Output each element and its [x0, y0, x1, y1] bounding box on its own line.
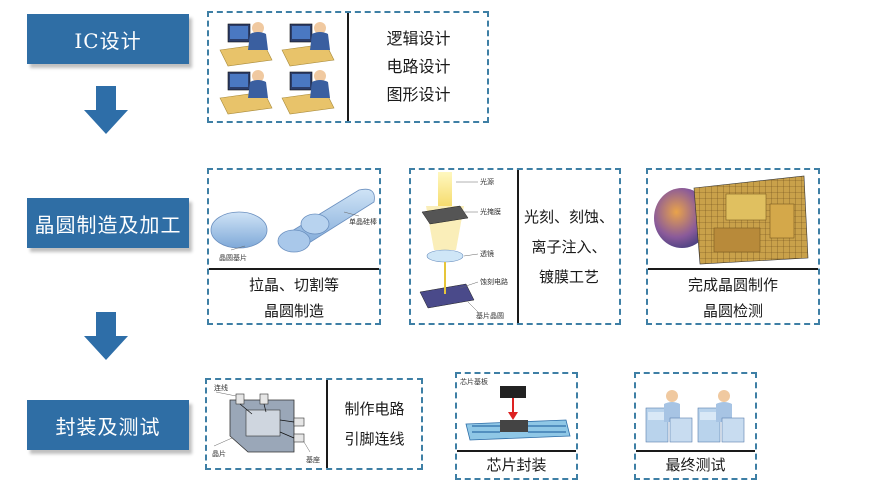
- divider: [648, 268, 818, 270]
- process-line: 镀膜工艺: [538, 267, 599, 286]
- package-box-3-caption-line: 最终测试: [665, 456, 726, 474]
- chip-label: 晶片: [212, 449, 226, 458]
- chip-package-icon: 芯片基板: [460, 377, 571, 441]
- process-line: 离子注入、: [531, 237, 607, 256]
- divider: [636, 450, 755, 452]
- down-arrow-icon: [84, 312, 128, 360]
- ingot-label: 单晶硅棒: [349, 217, 377, 226]
- designers-at-computers-icon: [219, 21, 335, 115]
- mask-label: 光掩膜: [480, 207, 501, 216]
- wafer-box-1-caption: 拉晶、切割等 晶圆制造: [209, 272, 379, 324]
- ic-design-line: 图形设计: [386, 85, 451, 104]
- package-box-2-caption-line: 芯片封装: [486, 456, 547, 474]
- divider: [347, 13, 349, 121]
- wafer-box-1-caption-line: 拉晶、切割等: [248, 276, 339, 294]
- stage-ic-design: IC设计: [27, 14, 189, 64]
- wafer-box-2-text: 光刻、刻蚀、 离子注入、 镀膜工艺: [519, 170, 619, 323]
- divider: [457, 450, 576, 452]
- process-line: 光刻、刻蚀、: [523, 207, 614, 226]
- lithography-diagram-icon: 光源 光掩膜 透镜 蚀刻电路 基片晶圆: [419, 172, 508, 320]
- stage-ic-design-label: IC设计: [74, 28, 142, 53]
- package-box-2-caption: 芯片封装: [457, 452, 576, 478]
- stage-package-label: 封装及测试: [55, 414, 161, 439]
- wafer-box-1-caption-line: 晶圆制造: [263, 302, 324, 320]
- wafer-chip-icon: [654, 175, 809, 265]
- wiring-line: 制作电路: [344, 400, 405, 418]
- stage-wafer-label: 晶圆制造及加工: [34, 212, 182, 237]
- base-wafer-label: 基片晶圆: [476, 311, 504, 320]
- wiring-line: 引脚连线: [344, 430, 405, 448]
- divider: [517, 170, 519, 323]
- package-box-3-caption: 最终测试: [636, 452, 755, 478]
- package-box-1-text: 制作电路 引脚连线: [328, 380, 421, 468]
- substrate-label: 芯片基板: [460, 377, 488, 386]
- wafer-box-3-caption: 完成晶圆制作 晶圆检测: [648, 272, 818, 324]
- ic-design-line: 电路设计: [386, 57, 451, 76]
- chip-wiring-icon: 连线 晶片 基座: [212, 383, 320, 464]
- base-label: 基座: [306, 455, 320, 464]
- silicon-ingot-icon: 晶圆基片 单晶硅棒: [210, 188, 377, 262]
- ic-design-line: 逻辑设计: [386, 29, 451, 48]
- circuit-label: 蚀刻电路: [480, 277, 508, 286]
- divider: [209, 268, 379, 270]
- wafer-box-3-caption-line: 完成晶圆制作: [687, 276, 778, 294]
- down-arrow-icon: [84, 86, 128, 134]
- final-test-workstation-icon: [645, 389, 745, 443]
- wafer-box-3-caption-line: 晶圆检测: [702, 302, 763, 320]
- ic-design-text: 逻辑设计 电路设计 图形设计: [350, 13, 487, 121]
- stage-wafer: 晶圆制造及加工: [27, 198, 189, 248]
- divider: [326, 380, 328, 468]
- light-label: 光源: [480, 177, 494, 186]
- wafer-slice-label: 晶圆基片: [219, 253, 247, 262]
- lens-label: 透镜: [480, 249, 494, 258]
- stage-package: 封装及测试: [27, 400, 189, 450]
- wire-label: 连线: [214, 383, 228, 392]
